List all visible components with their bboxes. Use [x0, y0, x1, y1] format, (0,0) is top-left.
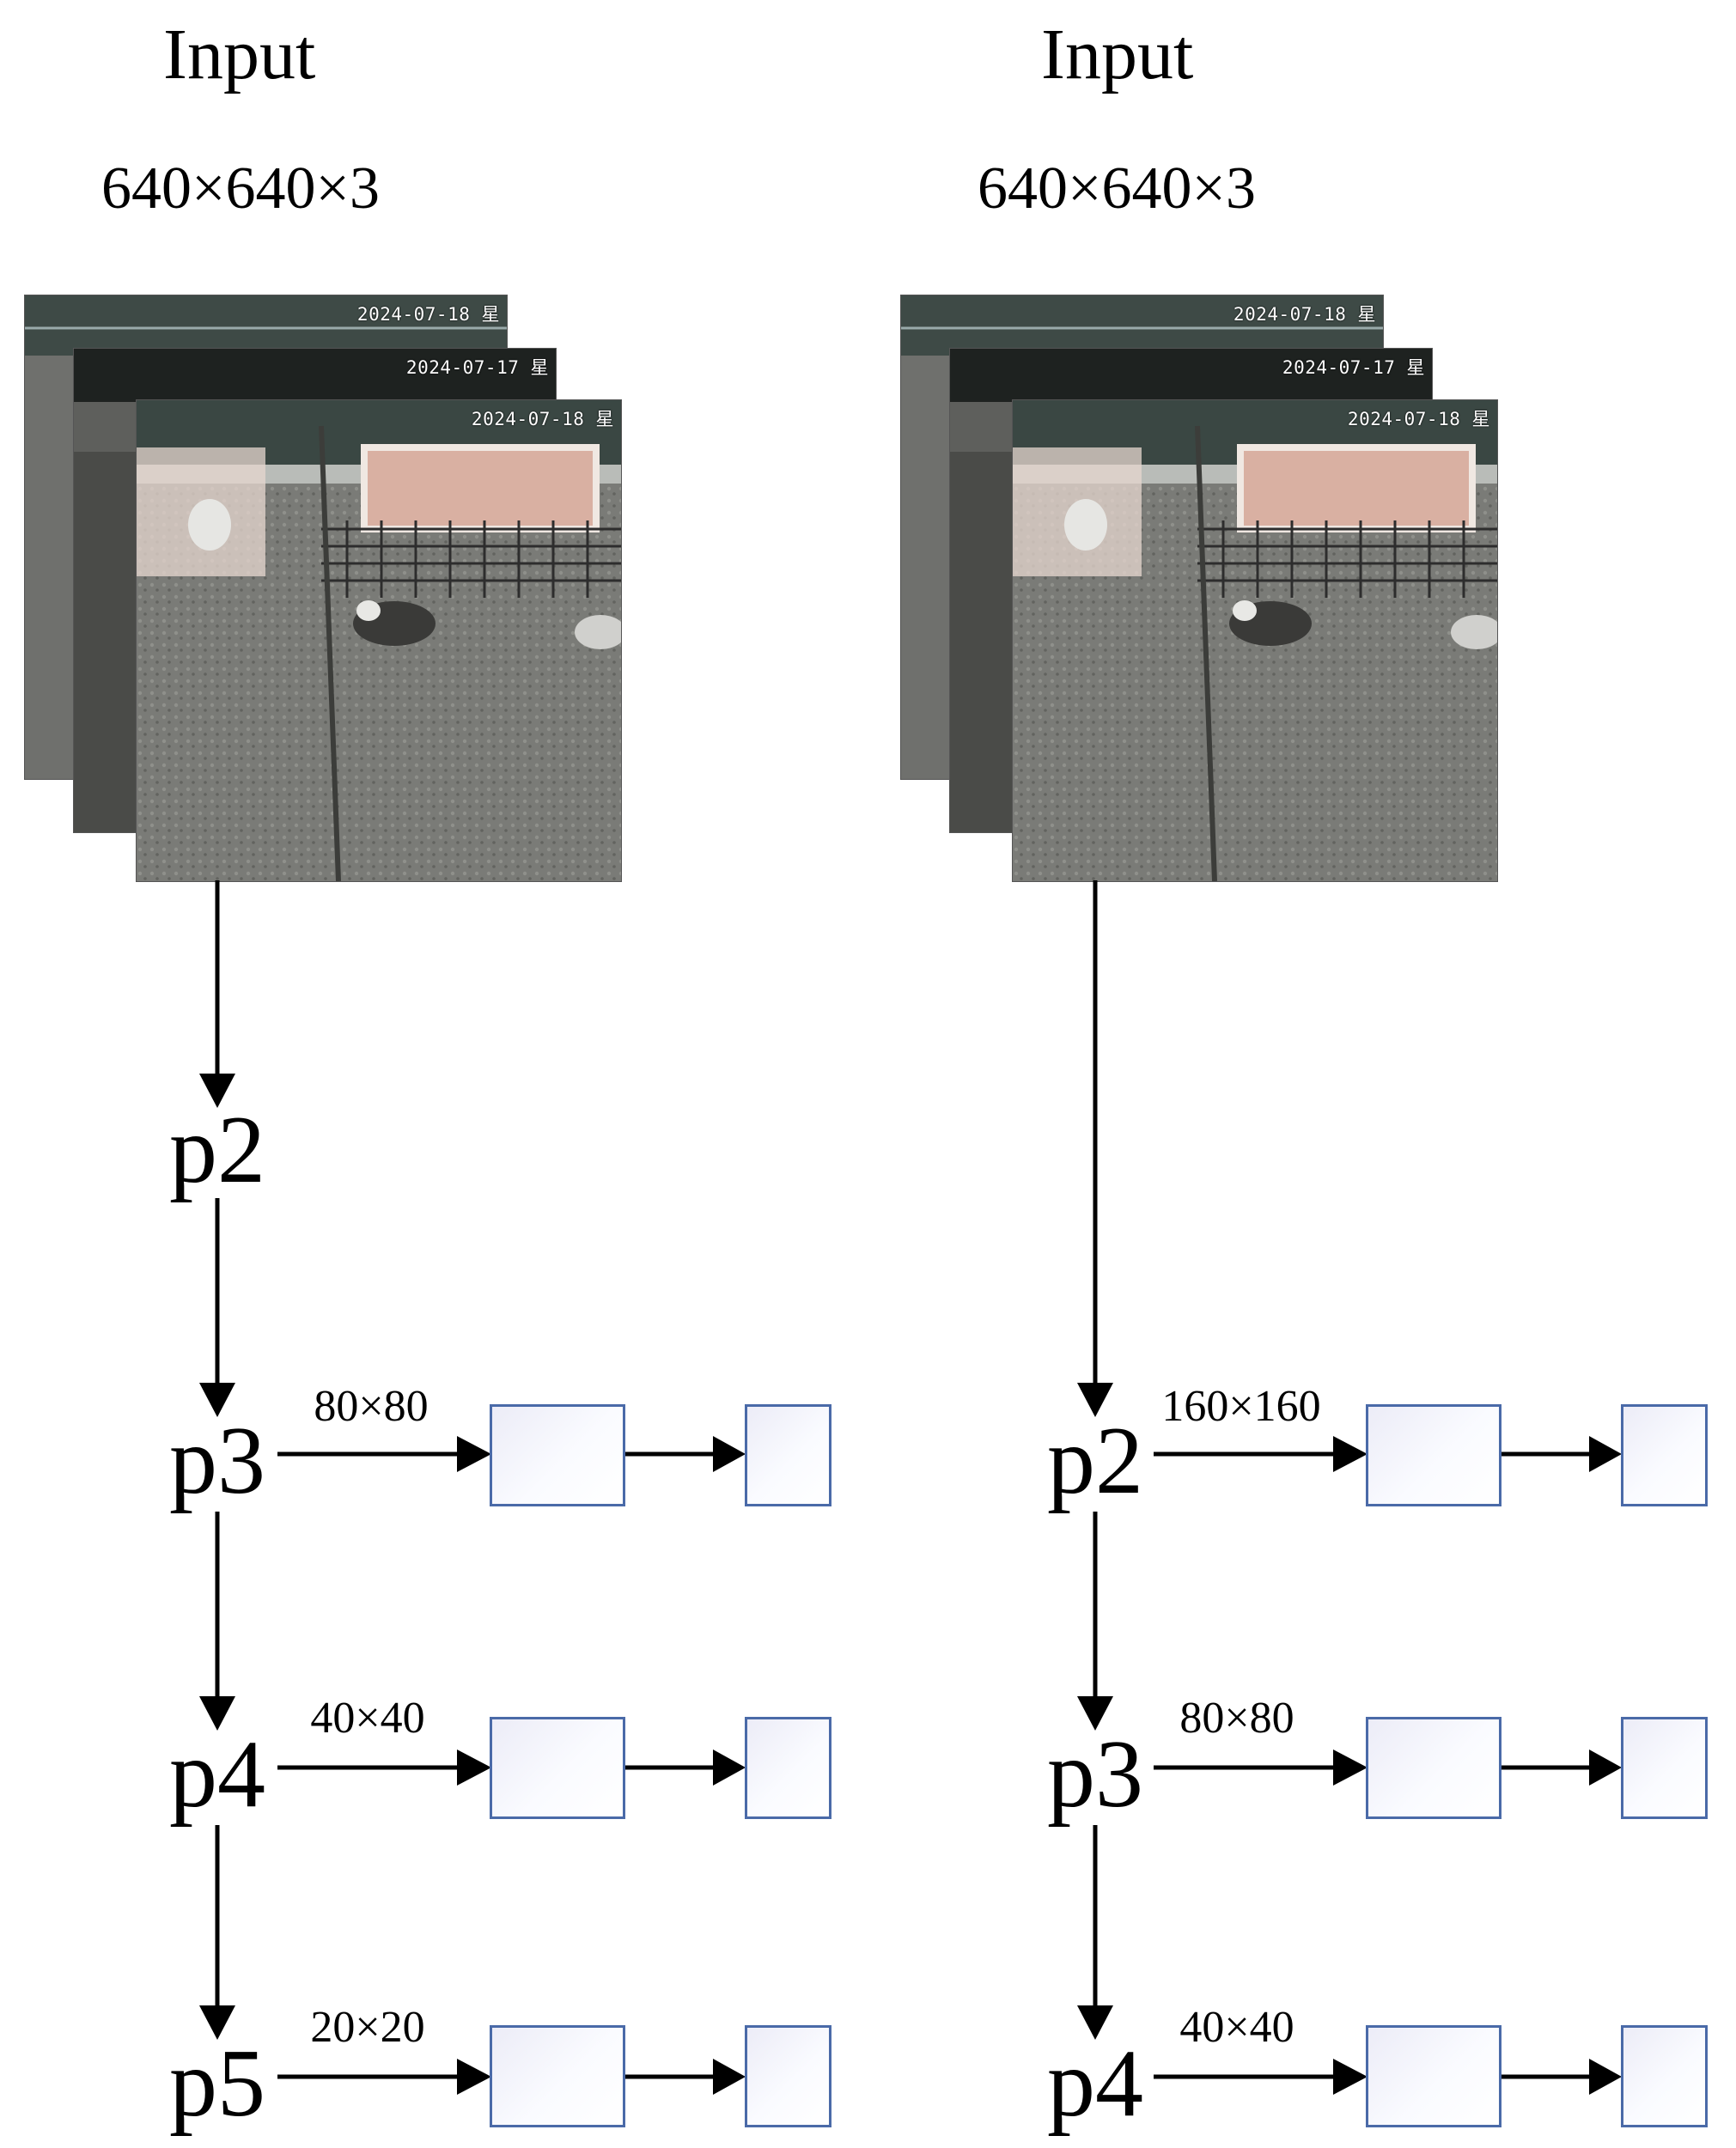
right-input-dims: 640×640×3 [978, 155, 1256, 222]
right-size-label: 40×40 [1179, 2003, 1294, 2052]
right-size-label: 160×160 [1161, 1382, 1321, 1431]
frame-timestamp: 2024-07-18 星 [356, 304, 500, 325]
left-size-label: 20×20 [310, 2003, 425, 2052]
right-node-p3: p3 [1047, 1721, 1143, 1828]
farm-scene-image [1013, 400, 1497, 881]
left-input-title: Input [163, 15, 316, 94]
left-input-dims: 640×640×3 [101, 155, 380, 222]
right-node-p2: p2 [1047, 1408, 1143, 1514]
left-node-p2: p2 [169, 1097, 265, 1203]
feature-box-large [490, 2025, 625, 2127]
left-size-label: 40×40 [310, 1694, 425, 1743]
input-frame-front: 2024-07-18 星 [136, 399, 622, 882]
feature-box-large [1366, 1404, 1501, 1506]
feature-box-small [1621, 1404, 1708, 1506]
right-size-label: 80×80 [1179, 1694, 1294, 1743]
farm-scene-image [137, 400, 621, 881]
frame-timestamp: 2024-07-17 星 [405, 357, 549, 378]
input-frame-front: 2024-07-18 星 [1012, 399, 1498, 882]
left-node-p3: p3 [169, 1408, 265, 1514]
frame-timestamp: 2024-07-17 星 [1282, 357, 1425, 378]
frame-timestamp: 2024-07-18 星 [471, 409, 614, 429]
feature-box-small [745, 2025, 831, 2127]
frame-timestamp: 2024-07-18 星 [1233, 304, 1376, 325]
right-node-p4: p4 [1047, 2030, 1143, 2137]
feature-box-large [1366, 1717, 1501, 1819]
left-node-p5: p5 [169, 2030, 265, 2137]
feature-box-small [1621, 2025, 1708, 2127]
left-node-p4: p4 [169, 1721, 265, 1828]
left-size-label: 80×80 [314, 1382, 429, 1431]
feature-box-large [490, 1717, 625, 1819]
feature-box-small [745, 1404, 831, 1506]
feature-box-small [745, 1717, 831, 1819]
feature-box-large [490, 1404, 625, 1506]
frame-timestamp: 2024-07-18 星 [1347, 409, 1490, 429]
right-input-title: Input [1041, 15, 1194, 94]
feature-box-large [1366, 2025, 1501, 2127]
feature-box-small [1621, 1717, 1708, 1819]
